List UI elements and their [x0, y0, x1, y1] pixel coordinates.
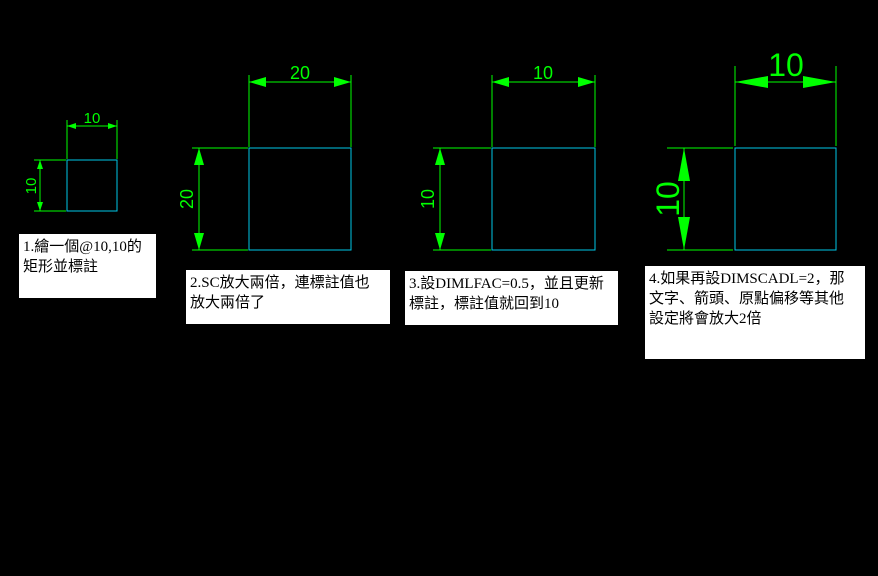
note-1-line-2: 矩形並標註 [23, 259, 99, 275]
example-2-width-label: 20 [290, 63, 310, 83]
example-2-height-label: 20 [177, 189, 197, 209]
note-2-line-2: 放大兩倍了 [190, 295, 266, 311]
example-2-height-arrow-top [194, 148, 204, 165]
example-4-width-arrow-left [735, 76, 768, 88]
example-3: 10 10 [418, 63, 596, 251]
example-2-width-arrow-left [249, 77, 266, 87]
example-2-height-arrow-bottom [194, 233, 204, 250]
example-4-height-arrow-bottom [678, 217, 690, 250]
example-4: 10 10 [650, 47, 837, 251]
note-4-line-1: 4.如果再設DIMSCADL=2，那 [649, 271, 845, 287]
example-2-rectangle [248, 147, 352, 251]
example-2-width-arrow-right [334, 77, 351, 87]
example-1-rectangle [66, 159, 118, 212]
note-3-line-1: 3.設DIMLFAC=0.5，並且更新 [409, 276, 604, 292]
note-step-3: 3.設DIMLFAC=0.5，並且更新 標註，標註值就回到10 [405, 271, 618, 325]
example-3-width-arrow-right [578, 77, 595, 87]
example-2: 20 20 [177, 63, 352, 251]
note-1-line-1: 1.繪一個@10,10的 [23, 239, 142, 255]
note-2-line-1: 2.SC放大兩倍，連標註值也 [190, 275, 370, 291]
example-4-height-arrow-top [678, 148, 690, 181]
example-1-height-arrow-top [37, 160, 43, 169]
example-4-width-arrow-right [803, 76, 836, 88]
note-step-2: 2.SC放大兩倍，連標註值也 放大兩倍了 [186, 270, 390, 324]
note-4-line-3: 設定將會放大2倍 [649, 311, 762, 327]
example-3-width-label: 10 [533, 63, 553, 83]
note-step-4: 4.如果再設DIMSCADL=2，那 文字、箭頭、原點偏移等其他 設定將會放大2… [645, 266, 865, 359]
example-3-width-arrow-left [492, 77, 509, 87]
example-1-width-arrow-right [108, 123, 117, 129]
example-3-height-arrow-bottom [435, 233, 445, 250]
example-1-width-arrow-left [67, 123, 76, 129]
example-1-height-arrow-bottom [37, 202, 43, 211]
example-3-rectangle [491, 147, 596, 251]
note-4-line-2: 文字、箭頭、原點偏移等其他 [649, 291, 845, 307]
example-3-height-arrow-top [435, 148, 445, 165]
example-4-width-label: 10 [768, 47, 804, 83]
example-4-height-label: 10 [650, 181, 686, 217]
example-1-height-label: 10 [23, 178, 40, 195]
note-step-1: 1.繪一個@10,10的 矩形並標註 [19, 234, 156, 298]
example-1: 10 10 [23, 110, 118, 212]
note-3-line-2: 標註，標註值就回到10 [409, 296, 560, 312]
example-1-width-label: 10 [84, 110, 101, 127]
example-3-height-label: 10 [418, 189, 438, 209]
example-4-rectangle [734, 147, 837, 251]
